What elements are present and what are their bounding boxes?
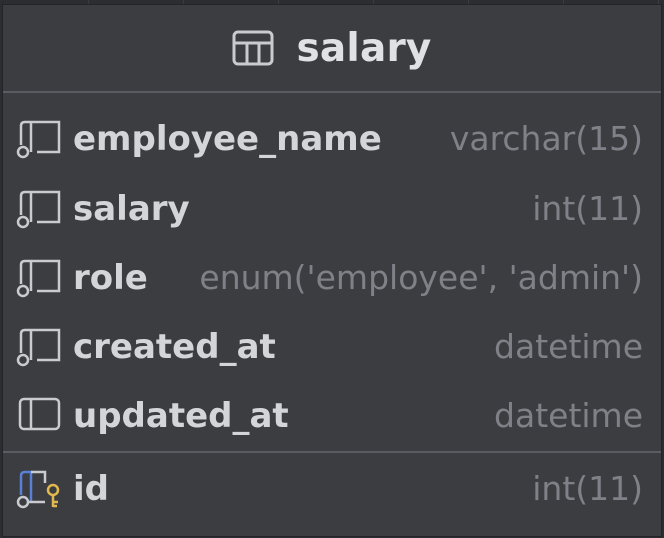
- column-type: varchar(15): [449, 119, 643, 158]
- column-name: created_at: [73, 327, 276, 367]
- column-type: int(11): [532, 189, 643, 228]
- column-type: datetime: [494, 396, 643, 435]
- column-nullable-icon: [15, 327, 65, 367]
- table-name: salary: [296, 25, 432, 71]
- column-row-role[interactable]: role enum('employee', 'admin'): [3, 244, 661, 312]
- canvas-grid: [0, 0, 664, 4]
- column-name: role: [73, 258, 148, 298]
- column-nullable-icon: [15, 189, 65, 229]
- column-nullable-icon: [15, 119, 65, 159]
- table-header[interactable]: salary: [3, 5, 661, 91]
- column-name: updated_at: [73, 396, 289, 436]
- column-row-created-at[interactable]: created_at datetime: [3, 313, 661, 381]
- column-type: enum('employee', 'admin'): [199, 258, 643, 297]
- column-nullable-icon: [15, 258, 65, 298]
- column-type: datetime: [494, 327, 643, 366]
- column-name: employee_name: [73, 119, 382, 159]
- header-divider: [3, 91, 661, 93]
- primary-key-column-icon: [15, 469, 65, 509]
- column-type: int(11): [532, 469, 643, 508]
- column-name: id: [73, 469, 109, 509]
- column-row-employee-name[interactable]: employee_name varchar(15): [3, 105, 661, 173]
- table-node[interactable]: salary employee_name varchar(15) salary …: [2, 4, 662, 537]
- column-row-updated-at[interactable]: updated_at datetime: [3, 382, 661, 450]
- column-row-salary[interactable]: salary int(11): [3, 175, 661, 243]
- column-icon: [15, 396, 65, 436]
- key-row-id[interactable]: id int(11): [3, 455, 661, 523]
- keys-divider: [3, 451, 661, 453]
- table-grid-icon: [232, 30, 274, 66]
- column-name: salary: [73, 189, 190, 229]
